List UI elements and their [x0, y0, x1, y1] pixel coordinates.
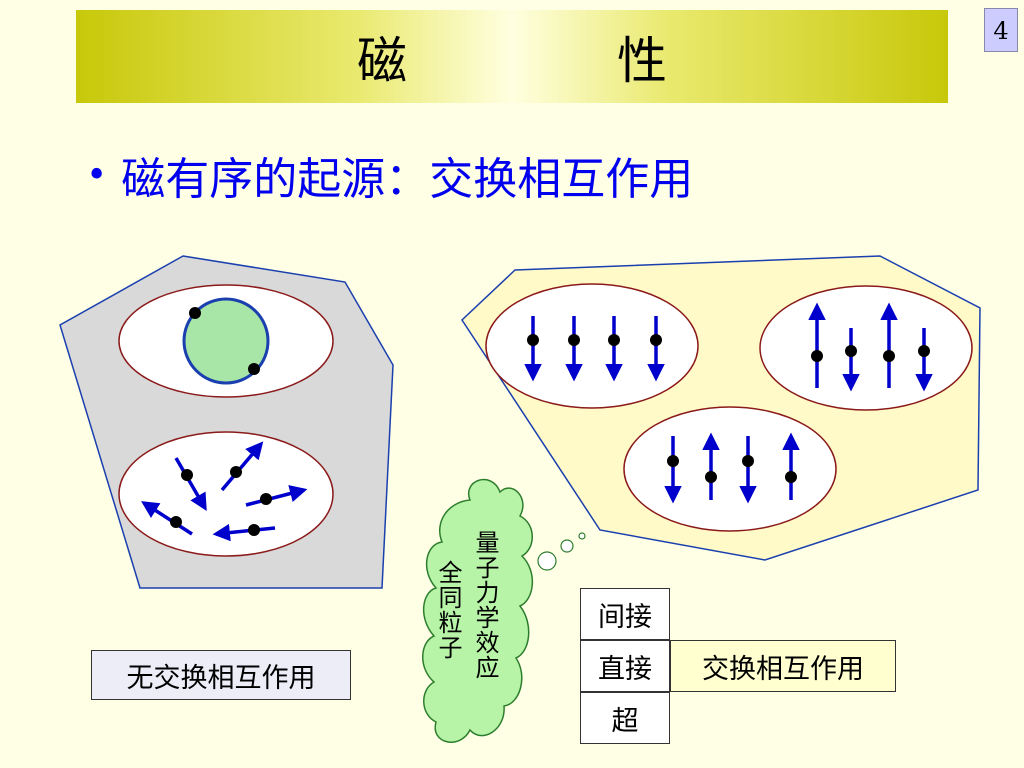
spin-dot	[260, 493, 272, 505]
spin-dot	[230, 466, 242, 478]
ferrimagnet-ellipse	[759, 285, 973, 411]
exchange-type-direct: 直接	[580, 640, 670, 692]
exchange-type-super: 超	[580, 692, 670, 744]
thought-cloud	[422, 478, 534, 743]
cloud-text-identical-particles: 全同粒子	[434, 560, 462, 660]
thought-bubble-dot	[537, 551, 557, 571]
spin-arrow	[212, 523, 276, 542]
spin-dot	[742, 455, 754, 467]
spin-dot	[845, 345, 857, 357]
spin-dot	[705, 471, 717, 483]
thought-bubble-dot	[578, 532, 586, 540]
title-bar: 磁 性	[76, 10, 948, 103]
spin-dot	[608, 334, 620, 346]
orbit-circle	[182, 297, 270, 385]
spin-dot	[170, 516, 182, 528]
spin-dot	[811, 350, 823, 362]
ferromagnet-ellipse	[485, 283, 699, 409]
spin-dot	[883, 350, 895, 362]
spin-arrow	[220, 441, 264, 492]
electron-dot	[248, 363, 260, 375]
slide-title: 磁 性	[357, 31, 747, 90]
spin-dot	[918, 345, 930, 357]
orbit-ellipse	[118, 284, 334, 398]
cloud-text-quantum: 量子力学效应	[471, 530, 499, 680]
spin-dot	[650, 334, 662, 346]
spin-dot	[667, 455, 679, 467]
exchange-interaction-label: 交换相互作用	[670, 640, 896, 692]
electron-dot	[189, 307, 201, 319]
spin-arrow	[141, 501, 193, 536]
bullet-point: • 磁有序的起源：交换相互作用	[86, 140, 693, 210]
spin-arrow	[245, 485, 308, 507]
page-number: 4	[984, 8, 1018, 52]
thought-bubble-dot	[560, 539, 574, 553]
spin-dot	[785, 471, 797, 483]
random-spins-ellipse	[118, 431, 334, 557]
no-exchange-label: 无交换相互作用	[91, 650, 351, 700]
bullet-marker: •	[86, 154, 108, 196]
spin-dot	[527, 334, 539, 346]
spin-dot	[248, 524, 260, 536]
spin-dot	[568, 334, 580, 346]
antiferromagnet-ellipse	[623, 406, 837, 532]
spin-dot	[181, 469, 193, 481]
bullet-text: 磁有序的起源：交换相互作用	[121, 154, 694, 205]
spin-arrow	[174, 457, 207, 512]
exchange-type-indirect: 间接	[580, 588, 670, 640]
